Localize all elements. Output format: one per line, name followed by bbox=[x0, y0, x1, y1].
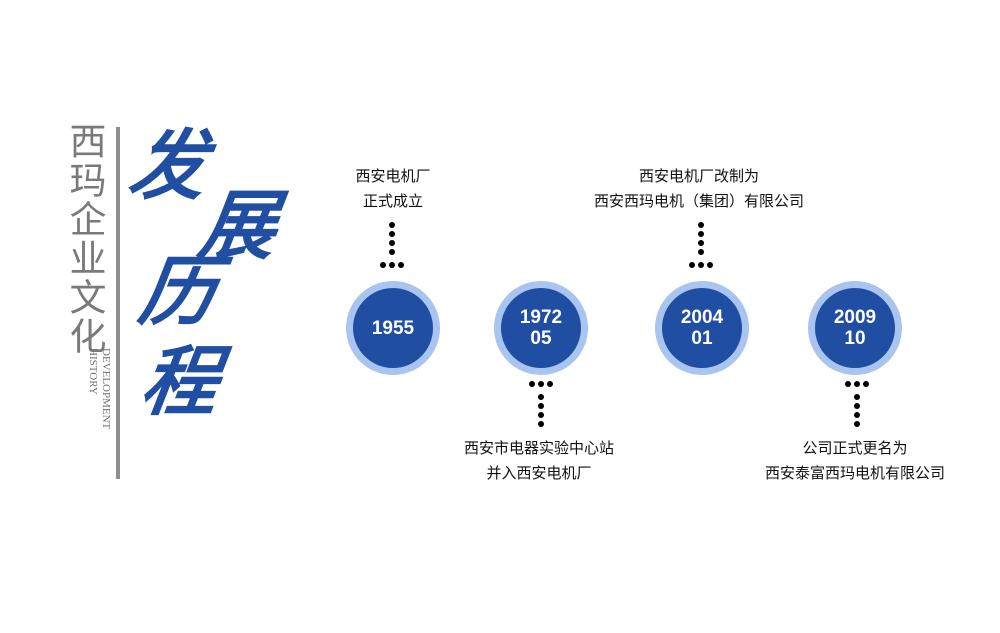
milestone-1-year-badge: 1955 bbox=[346, 281, 440, 375]
section-title-cn: 西玛企业文化 bbox=[63, 122, 106, 356]
milestone-2-line-1: 西安市电器实验中心站 bbox=[463, 439, 614, 457]
section-title-en-line1: DEVELOPMENT bbox=[100, 348, 112, 430]
milestone-1-label: 西安电机厂 正式成立 bbox=[318, 164, 468, 214]
milestone-4-year-badge: 2009 10 bbox=[808, 281, 902, 375]
calligraphy-char-4: 程 bbox=[135, 337, 225, 426]
section-title-en-line2: HISTORY bbox=[87, 348, 99, 395]
milestone-3-year: 2004 bbox=[680, 307, 724, 328]
milestone-1-line-1: 西安电机厂 bbox=[355, 167, 431, 185]
milestone-2-month: 05 bbox=[530, 328, 552, 349]
milestone-2-year-badge: 1972 05 bbox=[494, 281, 588, 375]
milestone-3-year-badge: 2004 01 bbox=[655, 281, 749, 375]
section-title-en: DEVELOPMENT HISTORY bbox=[76, 348, 112, 478]
milestone-2-label: 西安市电器实验中心站 并入西安电机厂 bbox=[424, 436, 654, 486]
milestone-4-label: 公司正式更名为 西安泰富西玛电机有限公司 bbox=[730, 436, 980, 486]
milestone-4-month: 10 bbox=[844, 328, 866, 349]
milestone-2-line-2: 并入西安电机厂 bbox=[486, 464, 592, 482]
milestone-2-year: 1972 bbox=[519, 307, 563, 328]
milestone-4-line-1: 公司正式更名为 bbox=[802, 439, 908, 457]
milestone-3-label: 西安电机厂改制为 西安西玛电机（集团）有限公司 bbox=[554, 164, 844, 214]
milestone-4-year: 2009 bbox=[833, 307, 877, 328]
calligraphy-char-3: 历 bbox=[133, 247, 223, 336]
calligraphy-char-1: 发 bbox=[123, 121, 213, 210]
milestone-3-line-1: 西安电机厂改制为 bbox=[638, 167, 759, 185]
milestone-1-year: 1955 bbox=[371, 317, 415, 339]
milestone-1-line-2: 正式成立 bbox=[362, 192, 423, 210]
title-divider bbox=[116, 127, 120, 479]
milestone-4-line-2: 西安泰富西玛电机有限公司 bbox=[764, 464, 945, 482]
milestone-3-month: 01 bbox=[691, 328, 713, 349]
milestone-3-line-2: 西安西玛电机（集团）有限公司 bbox=[593, 192, 804, 210]
